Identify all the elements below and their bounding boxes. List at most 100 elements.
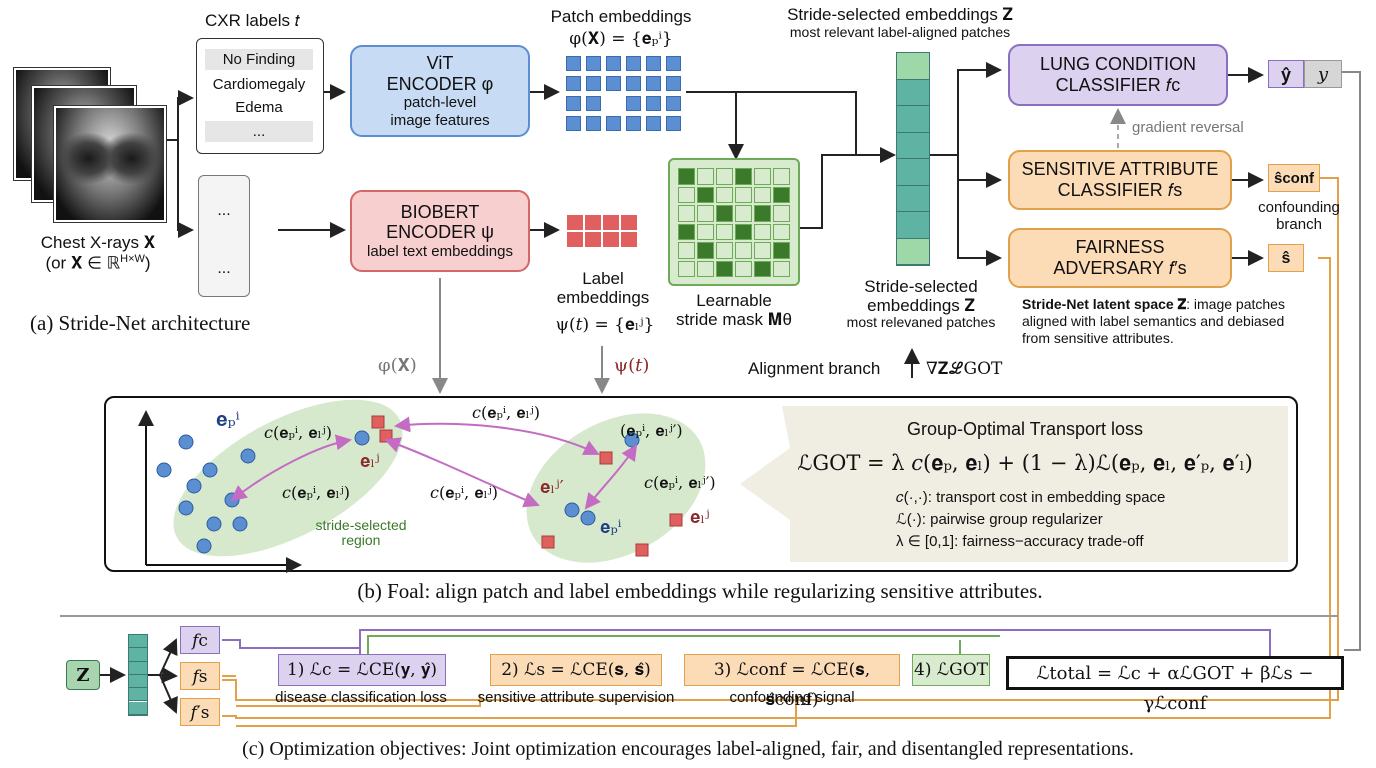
label-point — [541, 535, 555, 549]
el-label: 𝐞ₗʲ — [690, 507, 710, 528]
label-point — [371, 415, 385, 429]
patch-cell — [626, 116, 641, 131]
patch-cell — [566, 56, 581, 71]
patch-cell — [566, 116, 581, 131]
patch-cell — [586, 116, 601, 131]
loss-box-sensitive: 2) ℒs = ℒCE(𝐬, 𝐬̂) — [490, 654, 662, 686]
got-definition: λ ∈ [0,1]: fairness−accuracy trade-off — [896, 533, 1144, 550]
stride-mask-grid — [668, 158, 800, 286]
mask-cell — [697, 260, 714, 277]
el-prime-label: 𝐞ₗʲ′ — [540, 477, 564, 498]
patch-point — [240, 448, 256, 464]
cxr-labels-title: CXR labels 𝑡 — [205, 11, 300, 30]
patch-point — [580, 510, 596, 526]
yhat-output: ŷ — [1268, 60, 1304, 88]
caption-b: (b) Foal: align patch and label embeddin… — [357, 579, 1043, 603]
patch-cell — [666, 96, 681, 111]
biobert-label: ENCODER ψ — [386, 222, 494, 243]
confounding-branch-label: confounding branch — [1258, 199, 1340, 233]
stride-mask-label: Learnable stride mask 𝐌θ — [676, 291, 792, 329]
z-box: 𝐙 — [66, 660, 100, 690]
loss-box-confounding: 3) ℒconf = ℒCE(𝐬, 𝐬̂conf) — [684, 654, 900, 710]
vit-desc: patch-level — [403, 94, 477, 112]
sensitive-classifier-box: SENSITIVE ATTRIBUTE CLASSIFIER 𝑓s — [1008, 150, 1232, 210]
mask-cell — [735, 168, 752, 185]
mask-cell — [716, 223, 733, 240]
z-segment — [897, 132, 929, 159]
label-point — [669, 513, 683, 527]
patch-cell — [606, 76, 621, 91]
mask-cell — [773, 242, 790, 259]
z-segment — [129, 674, 147, 689]
z-segment — [129, 701, 147, 715]
got-title: Group-Optimal Transport loss — [906, 419, 1144, 439]
mask-cell — [678, 223, 695, 240]
biobert-desc: label text embeddings — [367, 243, 513, 261]
label-embeddings-title: Label embeddings — [556, 269, 650, 307]
loss-box-got: 4) ℒGOT — [912, 654, 990, 686]
token-dots: ... — [217, 202, 231, 219]
chest-xray-label: Chest X-rays 𝐗 (or 𝐗 ∈ ℝH×W) — [40, 233, 156, 273]
mask-cell — [697, 205, 714, 222]
patch-cell — [646, 56, 661, 71]
mask-cell — [716, 186, 733, 203]
patch-cell — [666, 76, 681, 91]
mask-cell — [773, 186, 790, 203]
patch-point — [206, 516, 222, 532]
alignment-branch-label: Alignment branch — [748, 359, 881, 378]
mask-cell — [735, 242, 752, 259]
label-point — [599, 451, 613, 465]
y-output: y — [1304, 60, 1342, 88]
mask-cell — [735, 260, 752, 277]
gradient-reversal-label: gradient reversal — [1132, 119, 1244, 136]
cost-label: (𝐞ₚⁱ, 𝐞ₗʲ′) — [620, 421, 683, 440]
grad-label: ∇𝐙ℒGOT — [926, 359, 1003, 379]
mask-cell — [678, 205, 695, 222]
patch-point — [232, 516, 248, 532]
patch-cell — [606, 116, 621, 131]
patch-point — [354, 430, 370, 446]
psi-arrow-label: ψ(𝑡) — [614, 355, 650, 376]
mask-cell — [773, 205, 790, 222]
mask-cell — [754, 242, 771, 259]
z-segment — [129, 635, 147, 649]
stride-bottom-title: Stride-selected embeddings 𝐙 most releva… — [846, 277, 996, 331]
loss-desc: sensitive attribute supervision — [477, 689, 675, 706]
mask-cell — [754, 223, 771, 240]
z-segment — [897, 106, 929, 133]
z-segment — [129, 688, 147, 702]
patch-point — [196, 538, 212, 554]
patch-point — [156, 462, 172, 478]
patch-cell — [586, 76, 601, 91]
label-point — [635, 543, 649, 557]
z-segment — [129, 661, 147, 675]
patch-grid — [566, 56, 686, 136]
phi-arrow-label: φ(𝐗) — [378, 355, 417, 376]
mask-cell — [697, 223, 714, 240]
fsp-box: 𝑓′s — [180, 698, 220, 726]
mask-cell — [697, 186, 714, 203]
mask-cell — [716, 260, 733, 277]
mask-cell — [716, 205, 733, 222]
stride-top-title: Stride-selected embeddings 𝐙 most releva… — [787, 5, 1013, 40]
sconf-output: ŝconf — [1268, 164, 1320, 192]
mask-cell — [716, 168, 733, 185]
mask-cell — [678, 242, 695, 259]
z-segment — [897, 53, 929, 80]
patch-cell — [626, 76, 641, 91]
cost-label: 𝑐(𝐞ₚⁱ, 𝐞ₗʲ) — [430, 483, 498, 502]
mask-cell — [697, 168, 714, 185]
got-definition: 𝑐(·,·): transport cost in embedding spac… — [896, 489, 1166, 506]
mask-cell — [773, 260, 790, 277]
z-segment — [897, 159, 929, 186]
loss-box-classification: 1) ℒc = ℒCE(𝐲, 𝐲̂) — [278, 654, 446, 686]
got-definition: ℒ(·): pairwise group regularizer — [896, 511, 1103, 528]
mask-cell — [678, 186, 695, 203]
patch-cell — [626, 56, 641, 71]
mask-cell — [678, 168, 695, 185]
patch-cell — [586, 56, 601, 71]
mask-cell — [735, 205, 752, 222]
mask-cell — [716, 242, 733, 259]
latent-description: Stride-Net latent space 𝐙: image patches… — [1022, 296, 1285, 346]
